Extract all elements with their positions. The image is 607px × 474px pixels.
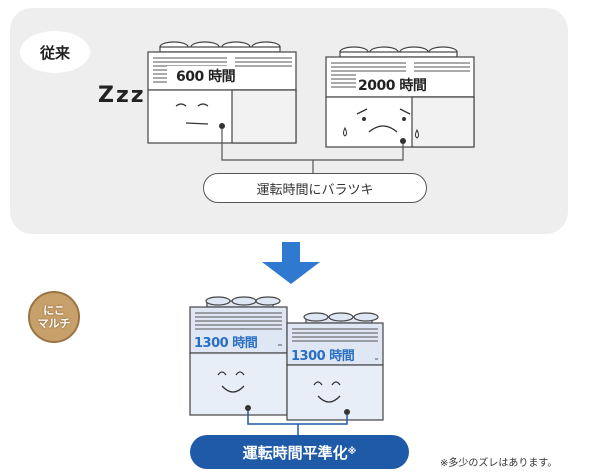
before-label: 従来 <box>20 31 90 73</box>
unit-b-before <box>325 46 475 148</box>
badge-line1: にこ <box>43 304 65 317</box>
sleep-zzz-text: Zzz <box>98 83 146 108</box>
badge-line2: マルチ <box>37 317 71 330</box>
unit-a-after-hours: 1300 時間 <box>194 336 258 351</box>
status-pill: 運転時間にバラツキ <box>203 173 427 203</box>
result-mark: ※ <box>347 447 357 457</box>
unit-a-after <box>189 296 288 416</box>
sleep-zzz: Zzz <box>98 83 146 108</box>
result-text: 運転時間平準化 <box>242 443 348 462</box>
footnote: ※多少のズレはあります。 <box>440 458 558 469</box>
unit-b-after-hours: 1300 時間 <box>291 349 355 364</box>
unit-a-before-hours: 600 時間 <box>176 69 236 85</box>
unit-b-before-hours: 2000 時間 <box>358 78 427 94</box>
nico-multi-badge: にこ マルチ <box>28 291 80 343</box>
down-arrow <box>262 242 320 284</box>
result-pill: 運転時間平準化※ <box>190 435 409 469</box>
